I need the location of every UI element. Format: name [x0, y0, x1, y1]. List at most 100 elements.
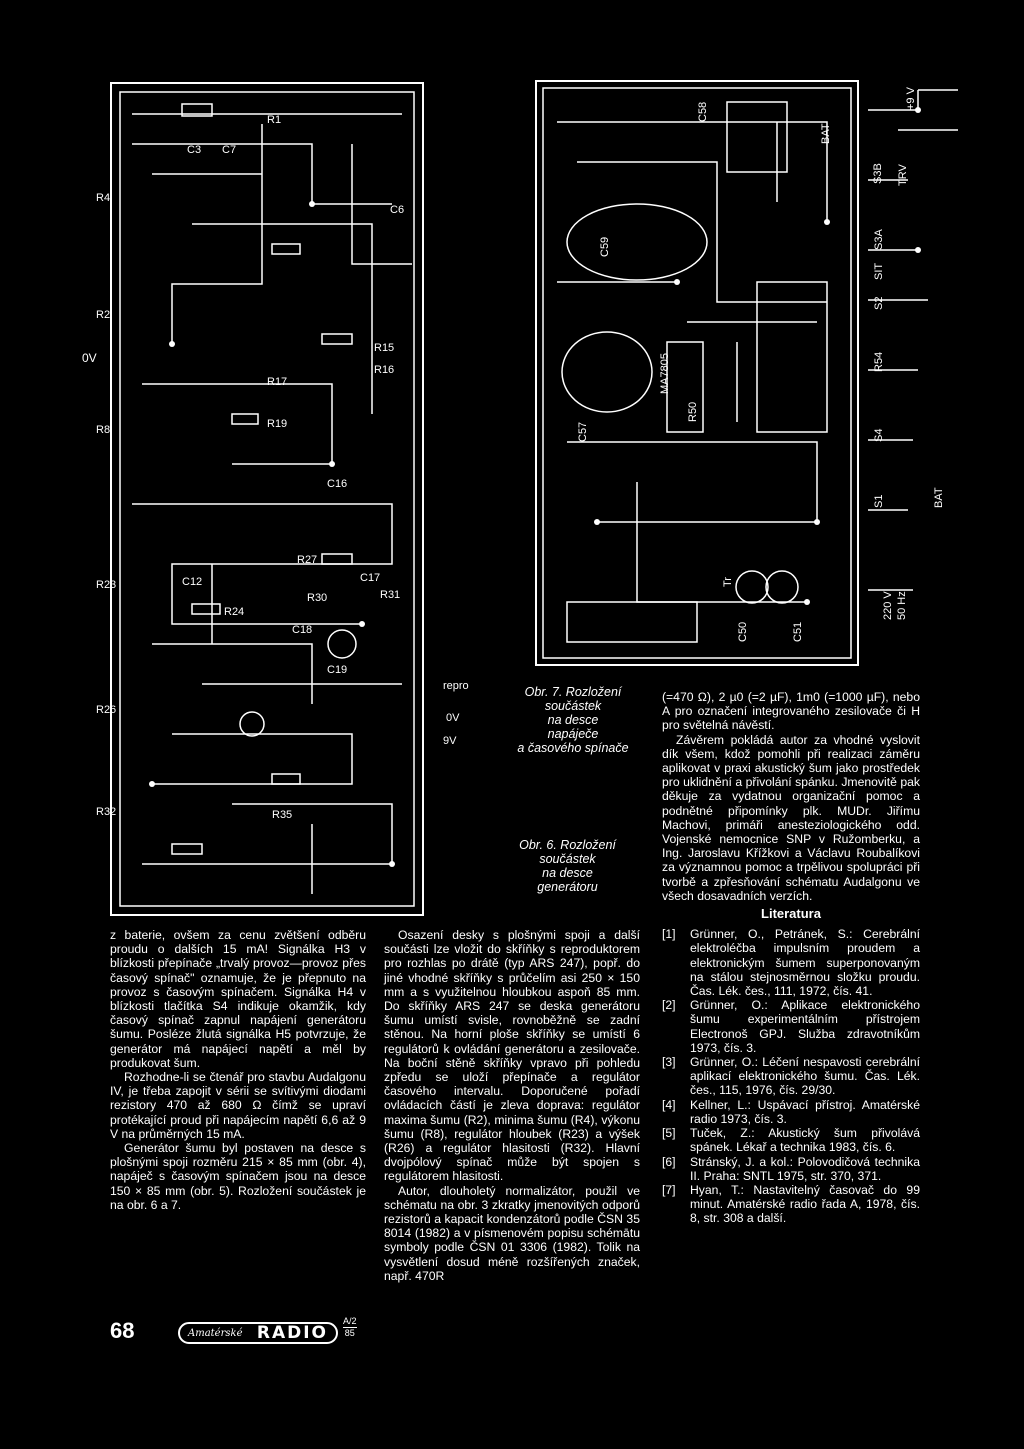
reference-number: [1]: [662, 927, 676, 942]
issue-number: A/2 85: [343, 1316, 357, 1339]
component-label: Tr: [722, 577, 734, 587]
caption-line: Obr. 7. Rozložení: [524, 685, 622, 699]
component-label: R19: [267, 418, 288, 430]
component-label: C17: [360, 572, 381, 584]
component-label: C12: [182, 576, 203, 588]
caption-line: generátoru: [537, 880, 598, 894]
page-number: 68: [110, 1318, 135, 1343]
text-column-2: Osazení desky s plošnými spoji a další s…: [384, 928, 640, 1283]
caption-line: Obr. 6. Rozložení: [519, 838, 616, 852]
reference-number: [6]: [662, 1154, 676, 1169]
reference-text: Grünner, O., Petránek, S.: Cerebrální el…: [690, 927, 920, 999]
reference-item: [3] Grünner, O.: Léčení nespavosti cerebr…: [662, 1055, 920, 1098]
component-label: S3B: [872, 163, 884, 184]
caption-line: součástek: [539, 852, 596, 866]
magazine-logo: Amatérské RADIO: [178, 1322, 338, 1344]
power-supply-board-traces: [542, 87, 852, 659]
reference-text: Grünner, O.: Aplikace elektronického šum…: [690, 998, 920, 1055]
caption-line: na desce: [547, 713, 599, 727]
reference-text: Grünner, O.: Léčení nespavosti cerebráln…: [690, 1055, 920, 1098]
paragraph: Rozhodne-li se čtenář pro stavbu Audalgo…: [110, 1070, 366, 1141]
component-label: R17: [267, 376, 288, 388]
component-label: C3: [187, 144, 202, 156]
reference-item: [5] Tuček, Z.: Akustický šum přivolává sp…: [662, 1126, 920, 1154]
text-column-3: (=470 Ω), 2 µ0 (=2 µF), 1m0 (=1000 µF), …: [662, 690, 920, 1226]
caption-line: součástek: [544, 699, 602, 713]
component-label: MA7805: [659, 353, 671, 394]
component-label: R15: [374, 342, 395, 354]
component-label: C7: [222, 144, 237, 156]
component-label: R27: [297, 554, 318, 566]
reference-list: [1] Grünner, O., Petránek, S.: Cerebrální…: [662, 927, 920, 1225]
reference-number: [4]: [662, 1097, 676, 1112]
component-label: R16: [374, 364, 395, 376]
component-label: S2: [873, 296, 885, 310]
component-label: TRV: [897, 164, 909, 186]
terminal-repro: repro: [443, 680, 469, 692]
component-label: C18: [292, 624, 313, 636]
text-column-1: z baterie, ovšem za cenu zvětšení odběru…: [110, 928, 366, 1212]
power-supply-board-figure: BAT MA7805 C59 C58 C57 C50 C51 R50 Tr: [535, 80, 859, 666]
generator-board-traces: [119, 91, 415, 907]
paragraph: (=470 Ω), 2 µ0 (=2 µF), 1m0 (=1000 µF), …: [662, 690, 920, 733]
label-220v: 220 V: [882, 591, 894, 620]
reference-item: [2] Grünner, O.: Aplikace elektronického …: [662, 998, 920, 1055]
reference-text: Stránský, J. a kol.: Polovodičová techni…: [690, 1154, 920, 1183]
switch-wiring: [868, 89, 958, 591]
component-label: R50: [687, 401, 699, 422]
logo-script: Amatérské: [188, 1327, 243, 1339]
component-label: BAT: [820, 123, 832, 144]
component-label: R2: [96, 309, 111, 321]
component-label: BAT: [933, 487, 945, 508]
terminal-9v: 9V: [443, 735, 457, 747]
component-label: R35: [272, 809, 293, 821]
paragraph: z baterie, ovšem za cenu zvětšení odběru…: [110, 928, 366, 1070]
terminal-0v-b: 0V: [446, 712, 460, 724]
generator-board-figure: R1 C3 C7 R4 C6 R2 R8 R15 R16 R17 R19 C16…: [96, 82, 424, 916]
component-label: SIT: [873, 262, 885, 280]
component-label: R4: [96, 192, 111, 204]
label-50hz: 50 Hz: [896, 591, 908, 620]
caption-line: napáječe: [547, 727, 599, 741]
reference-item: [1] Grünner, O., Petránek, S.: Cerebrální…: [662, 927, 920, 998]
issue-year: 85: [344, 1328, 355, 1338]
caption-fig6: Obr. 6. Rozložení součástek na desce gen…: [505, 838, 630, 894]
reference-text: Hyan, T.: Nastavitelný časovač do 99 min…: [690, 1182, 920, 1226]
paragraph: Závěrem pokládá autor za vhodné vyslovit…: [662, 732, 920, 903]
reference-item: [7] Hyan, T.: Nastavitelný časovač do 99 …: [662, 1183, 920, 1226]
component-label: C50: [737, 621, 749, 642]
component-label: R26: [96, 704, 117, 716]
reference-item: [4] Kellner, L.: Uspávací přístroj. Amaté…: [662, 1098, 920, 1126]
reference-number: [3]: [662, 1055, 676, 1070]
reference-number: [2]: [662, 998, 676, 1013]
reference-number: [5]: [662, 1126, 676, 1141]
component-label: R54: [873, 351, 885, 372]
component-label: C19: [327, 664, 348, 676]
component-label: R1: [267, 114, 282, 126]
label-plus9v: +9 V: [905, 87, 917, 110]
reference-text: Tuček, Z.: Akustický šum přivolává spáne…: [690, 1126, 920, 1155]
issue-label: A/2: [343, 1316, 357, 1328]
caption-line: na desce: [542, 866, 593, 880]
component-label: R32: [96, 806, 117, 818]
component-label: C58: [697, 101, 709, 122]
component-label: C6: [390, 204, 405, 216]
component-label: S1: [873, 494, 885, 508]
caption-line: a časového spínače: [517, 741, 629, 755]
reference-text: Kellner, L.: Uspávací přístroj. Amatérsk…: [690, 1097, 920, 1126]
component-label: R24: [224, 606, 245, 618]
reference-number: [7]: [662, 1182, 676, 1197]
terminal-0v: 0V: [82, 351, 97, 365]
component-label: C16: [327, 478, 348, 490]
literature-heading: Literatura: [761, 906, 821, 922]
paragraph: Generátor šumu byl postaven na desce s p…: [110, 1141, 366, 1212]
component-label: R8: [96, 424, 111, 436]
component-label: C59: [599, 236, 611, 257]
component-label: C51: [792, 621, 804, 642]
component-label: R23: [96, 579, 117, 591]
component-label: R31: [380, 589, 401, 601]
component-label: R30: [307, 592, 328, 604]
caption-fig7: Obr. 7. Rozložení součástek na desce nap…: [508, 685, 638, 755]
paragraph: Autor, dlouholetý normalizátor, použil v…: [384, 1183, 640, 1283]
component-label: C57: [577, 421, 589, 442]
